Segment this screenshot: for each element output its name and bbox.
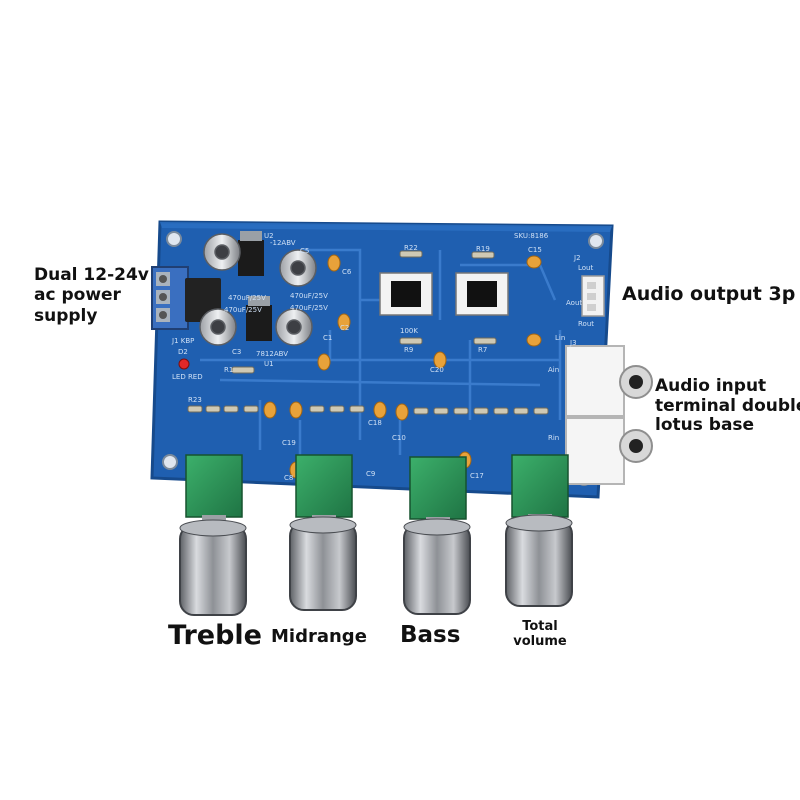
potentiometer-bass[interactable] <box>403 456 471 615</box>
total-volume-label: Total volume <box>510 619 570 650</box>
audio-output-label: Audio output 3p <box>622 283 796 305</box>
silk-u1: U1 <box>264 360 274 368</box>
silk-u2: U2 <box>264 232 274 240</box>
silk-r19: R19 <box>476 245 490 253</box>
silk-c2: C2 <box>340 324 349 332</box>
treble-label: Treble <box>168 620 262 651</box>
silk-sku: SKU:8186 <box>514 232 549 240</box>
silk-c5: C5 <box>300 247 309 255</box>
power-led <box>178 358 190 370</box>
total-volume-line-2: volume <box>513 633 567 649</box>
silk-r22: R22 <box>404 244 418 252</box>
audio-input-rca-jacks <box>565 345 653 485</box>
potentiometer-total-volume[interactable] <box>505 454 573 607</box>
silk-d2: D2 <box>178 348 188 356</box>
silk-r23: R23 <box>188 396 202 404</box>
silk-lin: Lin <box>555 334 565 342</box>
audio-input-line-2: terminal double <box>655 395 800 416</box>
silk-c6: C6 <box>342 268 352 276</box>
silk-c17: C17 <box>470 472 484 480</box>
potentiometer-midrange[interactable] <box>289 454 357 611</box>
power-label-line-2: ac power <box>34 284 121 305</box>
silk-cap-rating-2: 470uF/25V <box>290 292 328 300</box>
silk-100k: 100K <box>400 327 418 335</box>
filter-capacitors <box>199 233 317 346</box>
silk-r9: R9 <box>404 346 413 354</box>
audio-input-label: Audio input terminal double lotus base <box>655 376 800 436</box>
silk-c9: C9 <box>366 470 375 478</box>
silk-aout: Aout <box>566 299 582 307</box>
silk-c19: C19 <box>282 439 296 447</box>
silk-j2: J2 <box>573 254 581 262</box>
resistor-row <box>187 250 549 415</box>
pcb-traces <box>200 248 562 455</box>
silk-reg-bottom: 7812ABV <box>256 350 288 358</box>
silk-c10: C10 <box>392 434 406 442</box>
audio-output-connector <box>581 275 605 317</box>
midrange-label: Midrange <box>271 626 367 647</box>
silk-lout: Lout <box>578 264 593 272</box>
silk-led: LED RED <box>172 373 203 381</box>
silk-r1: R1 <box>224 366 233 374</box>
power-label-line-3: supply <box>34 306 98 327</box>
total-volume-line-1: Total <box>522 619 558 634</box>
silk-c3: C3 <box>232 348 241 356</box>
silk-c15: C15 <box>528 246 542 254</box>
silk-rin: Rin <box>548 434 559 442</box>
silk-r7: R7 <box>478 346 487 354</box>
silk-cap-rating-1: 470uF/25V <box>228 294 266 302</box>
silk-j3: J3 <box>569 339 577 347</box>
bass-label: Bass <box>400 622 461 648</box>
audio-input-line-1: Audio input <box>655 376 767 396</box>
silk-c20: C20 <box>430 366 444 374</box>
potentiometer-treble[interactable] <box>179 454 247 616</box>
silk-j1: J1 KBP <box>171 337 194 345</box>
silk-ain: Ain <box>548 366 559 374</box>
power-supply-label: Dual 12-24v ac power supply <box>34 265 149 327</box>
audio-input-line-3: lotus base <box>655 415 755 436</box>
silk-c1: C1 <box>323 334 332 342</box>
power-label-line-1: Dual 12-24v <box>34 265 149 285</box>
silkscreen-labels: SKU:8186 U2 -12ABV C5 C6 C1 C2 470uF/25V… <box>171 232 594 482</box>
op-amp-chips <box>379 272 509 316</box>
silk-c8: C8 <box>284 474 293 482</box>
silk-cap-rating-3: 470uF/25V <box>224 306 262 314</box>
silk-cap-rating-4: 470uF/25V <box>290 304 328 312</box>
silk-c18: C18 <box>368 419 382 427</box>
silk-reg-top: -12ABV <box>270 239 296 247</box>
power-connector <box>151 266 189 330</box>
silk-rout: Rout <box>578 320 594 328</box>
